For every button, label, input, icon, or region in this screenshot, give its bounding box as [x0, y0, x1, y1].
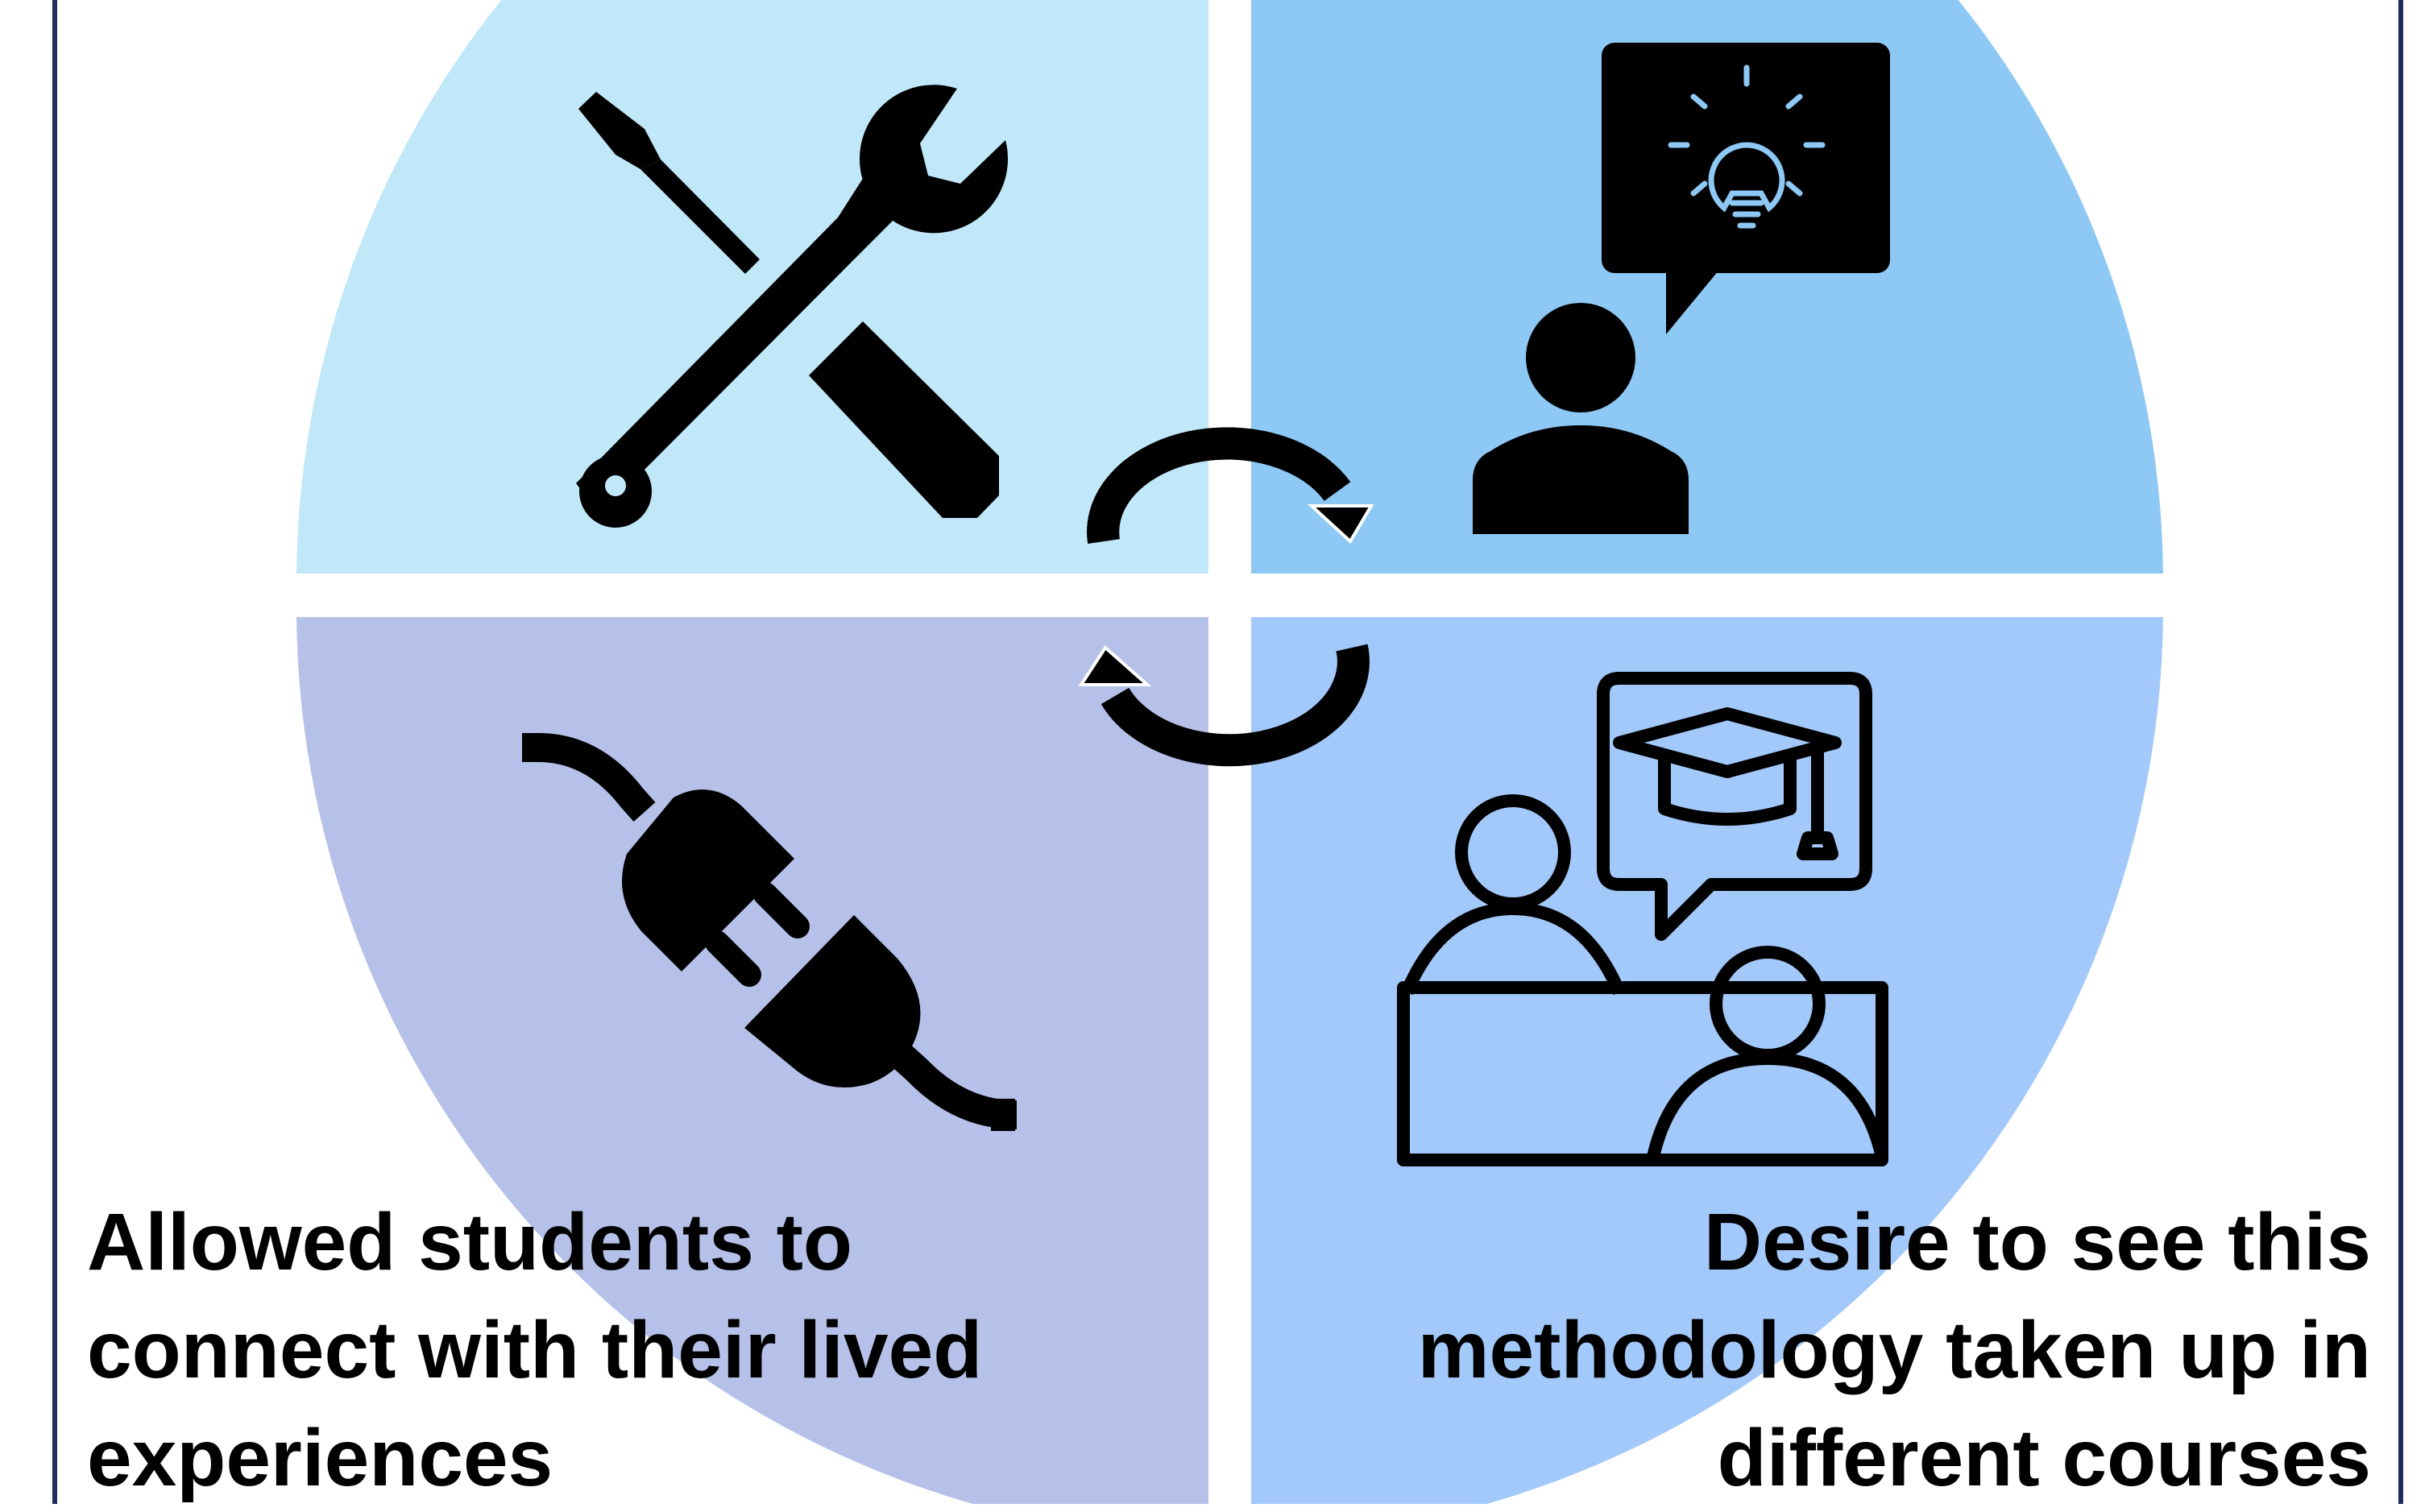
bottom-left-caption-line: Allowed students to: [87, 1197, 852, 1287]
bottom-left-caption-line: experiences: [87, 1413, 553, 1503]
bottom-right-caption-line: methodology taken up in: [1417, 1305, 2371, 1395]
wrench-screwdriver-icon: [576, 85, 1009, 528]
desk: [1397, 981, 1888, 1166]
clockwise-arrow-top-icon: [1087, 427, 1374, 545]
student-icon: [1647, 946, 1888, 1158]
speech-bubble: [1602, 43, 1890, 273]
teacher-student-graduation-icon: [1397, 672, 1888, 1166]
bottom-left-caption: Allowed students to connect with their l…: [87, 1188, 1215, 1512]
lightbulb-icon: [1668, 64, 1826, 229]
bottom-left-caption-line: connect with their lived: [87, 1305, 983, 1395]
graduation-speech-bubble: [1597, 672, 1872, 941]
clockwise-arrow-bottom-icon: [1078, 644, 1370, 767]
plug-socket-icon: [522, 733, 1018, 1131]
quadrant-top-left: [296, 0, 1208, 574]
teacher-icon: [1400, 794, 1626, 996]
bottom-right-caption-line: Desire to see this: [1703, 1197, 2371, 1287]
quadrant-bottom-left: [296, 617, 1208, 1504]
graduation-cap-icon: [1613, 707, 1842, 860]
bottom-right-caption: Desire to see this methodology taken up …: [1163, 1188, 2371, 1512]
quadrant-top-right: [1251, 0, 2163, 574]
bottom-right-caption-line: different courses: [1717, 1413, 2371, 1503]
person-lightbulb-idea-icon: [1473, 43, 1890, 534]
quadrant-bottom-right: [1251, 617, 2163, 1504]
person-icon: [1473, 303, 1689, 534]
